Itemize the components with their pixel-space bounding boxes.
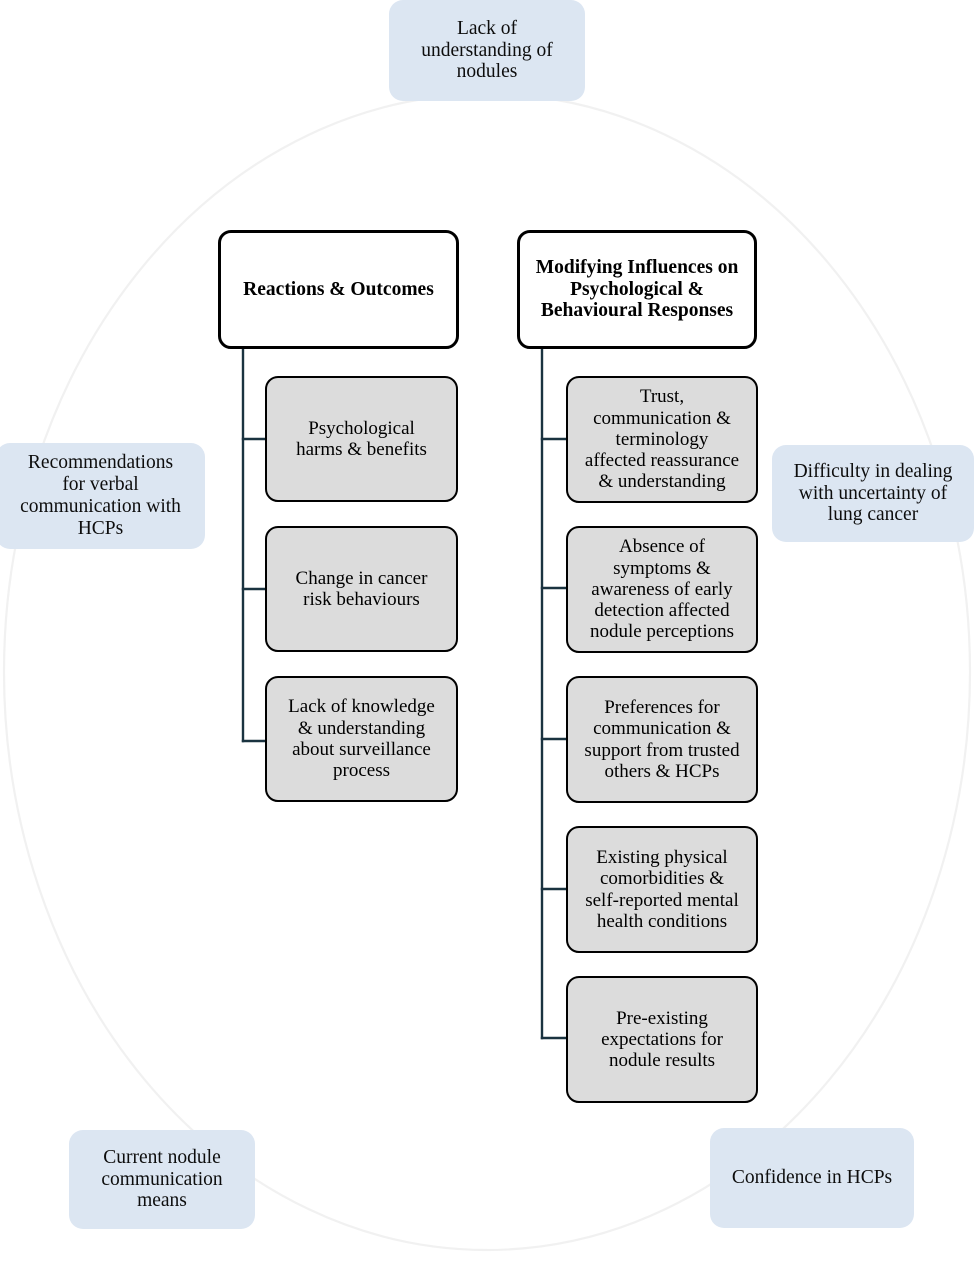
node-label: Psychological harms & benefits xyxy=(296,417,427,460)
node-label: Recommendations for verbal communication… xyxy=(20,452,181,539)
branch-header-reactions-outcomes[interactable]: Reactions & Outcomes xyxy=(218,230,459,349)
node-label: Difficulty in dealing with uncertainty o… xyxy=(793,460,953,526)
node-label: Preferences for communication & support … xyxy=(584,696,740,782)
peripheral-node-recommendations-verbal-communication[interactable]: Recommendations for verbal communication… xyxy=(0,443,205,549)
branch-header-label: Modifying Influences on Psychological & … xyxy=(535,256,739,322)
peripheral-node-difficulty-uncertainty-lung-cancer[interactable]: Difficulty in dealing with uncertainty o… xyxy=(772,445,974,542)
child-node-psychological-harms-benefits[interactable]: Psychological harms & benefits xyxy=(265,376,458,502)
node-label: Lack of knowledge & understanding about … xyxy=(288,696,435,782)
node-label: Current nodule communication means xyxy=(101,1146,223,1212)
child-node-lack-knowledge-surveillance[interactable]: Lack of knowledge & understanding about … xyxy=(265,676,458,802)
child-node-trust-communication-terminology[interactable]: Trust, communication & terminology affec… xyxy=(566,376,758,503)
node-label: Trust, communication & terminology affec… xyxy=(584,386,740,493)
child-node-existing-physical-comorbidities[interactable]: Existing physical comorbidities & self-r… xyxy=(566,826,758,953)
node-label: Lack of understanding of nodules xyxy=(421,17,553,83)
peripheral-node-current-nodule-communication-means[interactable]: Current nodule communication means xyxy=(69,1130,255,1229)
child-node-change-cancer-risk-behaviours[interactable]: Change in cancer risk behaviours xyxy=(265,526,458,652)
node-label: Change in cancer risk behaviours xyxy=(295,567,428,610)
child-node-pre-existing-expectations[interactable]: Pre-existing expectations for nodule res… xyxy=(566,976,758,1103)
background-ellipse-shape xyxy=(2,92,972,1252)
node-label: Absence of symptoms & awareness of early… xyxy=(589,536,735,643)
child-node-absence-symptoms-awareness[interactable]: Absence of symptoms & awareness of early… xyxy=(566,526,758,653)
node-label: Existing physical comorbidities & self-r… xyxy=(585,846,739,932)
node-label: Pre-existing expectations for nodule res… xyxy=(601,1007,723,1072)
peripheral-node-confidence-in-hcps[interactable]: Confidence in HCPs xyxy=(710,1128,914,1228)
child-node-preferences-communication-support[interactable]: Preferences for communication & support … xyxy=(566,676,758,803)
branch-header-label: Reactions & Outcomes xyxy=(243,278,434,300)
branch-header-modifying-influences[interactable]: Modifying Influences on Psychological & … xyxy=(517,230,757,349)
node-label: Confidence in HCPs xyxy=(731,1167,893,1189)
peripheral-node-lack-understanding-nodules[interactable]: Lack of understanding of nodules xyxy=(389,0,585,101)
